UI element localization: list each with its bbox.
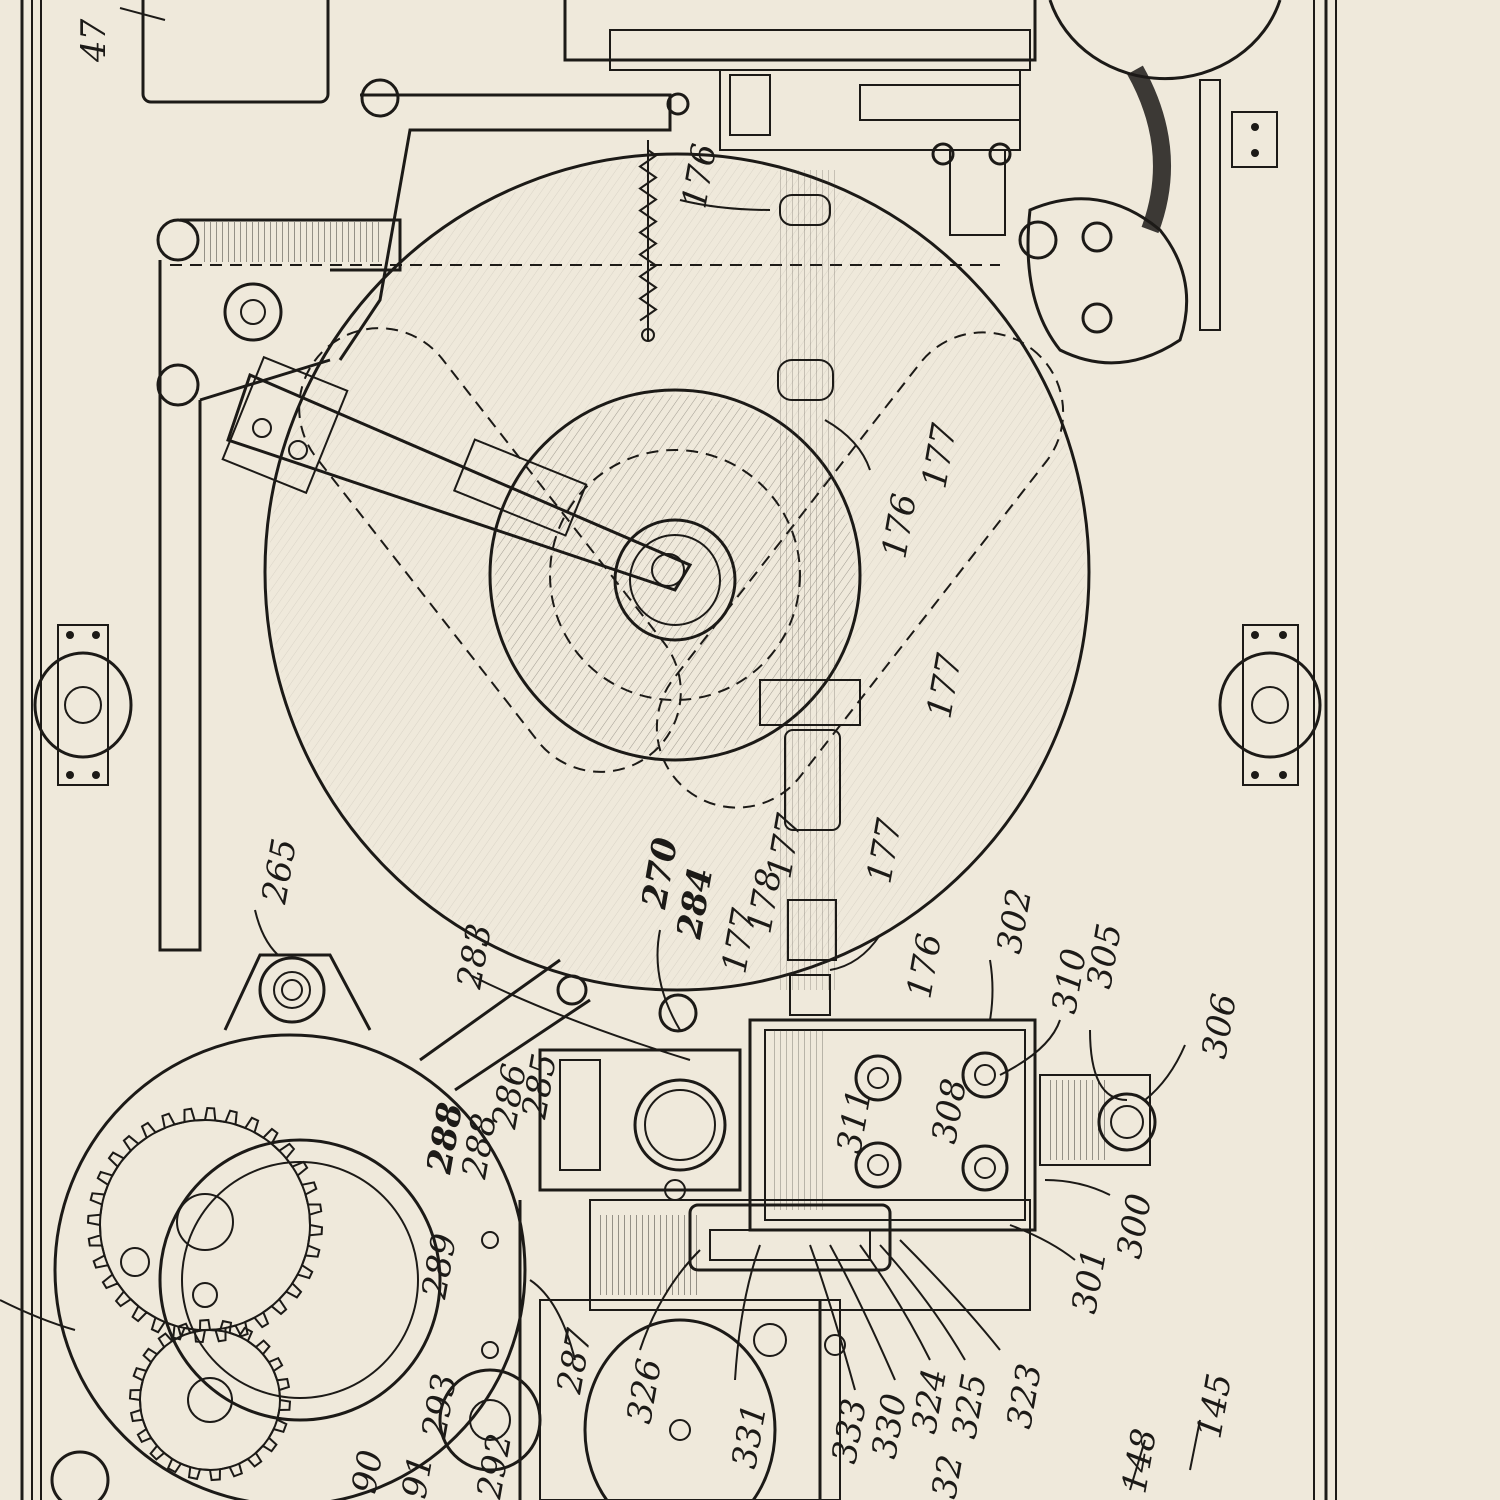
label-289: 289 xyxy=(414,1231,465,1303)
border-frame xyxy=(20,0,1337,1500)
label-148: 148 xyxy=(1114,1426,1165,1497)
label-308: 308 xyxy=(924,1076,975,1147)
swing-arm xyxy=(221,355,693,592)
label-306: 306 xyxy=(1194,991,1245,1062)
leader-lines xyxy=(0,199,1201,1491)
gear-teeth xyxy=(86,1106,324,1344)
reference-labels: 47 176 177 176 177 176 177 177 178 177 1… xyxy=(74,18,1245,1500)
left-bearing xyxy=(33,624,133,786)
contact-assembly xyxy=(539,1199,1031,1500)
label-301: 301 xyxy=(1064,1246,1115,1317)
label-326: 326 xyxy=(619,1356,670,1427)
label-47: 47 xyxy=(74,18,114,63)
label-305: 305 xyxy=(1079,921,1130,992)
label-32: 32 xyxy=(924,1452,971,1500)
label-145: 145 xyxy=(1189,1371,1240,1442)
label-331: 331 xyxy=(724,1401,775,1472)
label-300: 300 xyxy=(1109,1191,1160,1262)
label-90: 90 xyxy=(344,1447,391,1497)
top-right-bracket xyxy=(1018,0,1282,365)
top-left-box xyxy=(119,0,330,104)
label-91: 91 xyxy=(394,1452,441,1500)
label-176-bottom: 176 xyxy=(899,931,950,1002)
switch-block xyxy=(748,1018,1157,1232)
clamp-assembly xyxy=(538,1048,742,1201)
label-302: 302 xyxy=(989,886,1040,957)
gear-teeth xyxy=(128,1318,292,1482)
label-292: 292 xyxy=(469,1431,520,1500)
label-330: 330 xyxy=(864,1391,915,1462)
right-bearing xyxy=(1218,624,1322,786)
label-265: 265 xyxy=(254,836,305,908)
label-311: 311 xyxy=(829,1086,880,1157)
label-293: 293 xyxy=(414,1371,465,1443)
top-gear-assembly xyxy=(563,0,1037,236)
gear-train xyxy=(50,953,698,1500)
label-323: 323 xyxy=(999,1361,1050,1432)
vertical-shaft xyxy=(759,170,861,1016)
label-283: 283 xyxy=(449,921,500,993)
